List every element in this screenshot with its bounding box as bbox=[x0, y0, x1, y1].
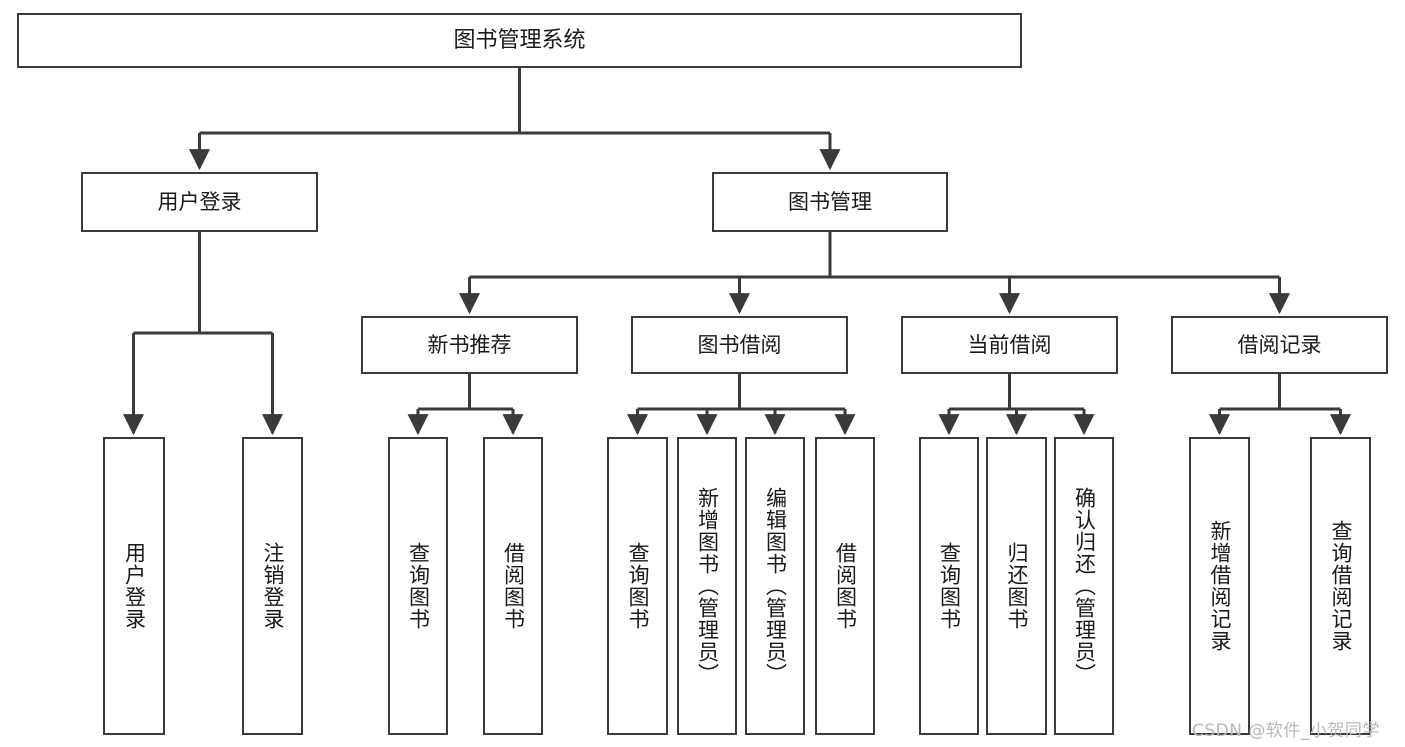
node-root-label: 图书管理系统 bbox=[453, 27, 586, 53]
leaf-query-book-3-label: 查询图书 bbox=[937, 542, 962, 630]
node-new-book-rec[interactable]: 新书推荐 bbox=[361, 316, 578, 374]
leaf-return-book-label: 归还图书 bbox=[1005, 542, 1029, 630]
node-book-manage-label: 图书管理 bbox=[788, 189, 872, 214]
leaf-edit-book-label: 编辑图书（管理员） bbox=[763, 487, 788, 685]
leaf-confirm-return[interactable]: 确认归还（管理员） bbox=[1054, 437, 1114, 735]
leaf-query-book-1[interactable]: 查询图书 bbox=[388, 437, 448, 735]
leaf-query-book-2-label: 查询图书 bbox=[626, 542, 650, 630]
leaf-edit-book[interactable]: 编辑图书（管理员） bbox=[745, 437, 805, 735]
node-root[interactable]: 图书管理系统 bbox=[17, 13, 1022, 68]
node-book-manage[interactable]: 图书管理 bbox=[712, 172, 948, 232]
leaf-confirm-return-label: 确认归还（管理员） bbox=[1072, 487, 1097, 685]
leaf-add-book[interactable]: 新增图书（管理员） bbox=[677, 437, 737, 735]
leaf-user-login[interactable]: 用户登录 bbox=[103, 437, 165, 735]
leaf-borrow-book-1[interactable]: 借阅图书 bbox=[483, 437, 543, 735]
node-book-borrow-label: 图书借阅 bbox=[697, 332, 782, 357]
leaf-add-record[interactable]: 新增借阅记录 bbox=[1189, 437, 1250, 735]
leaf-logout[interactable]: 注销登录 bbox=[242, 437, 303, 735]
leaf-user-login-label: 用户登录 bbox=[122, 542, 147, 630]
leaf-query-book-1-label: 查询图书 bbox=[406, 542, 431, 630]
node-user-login[interactable]: 用户登录 bbox=[81, 172, 318, 232]
node-new-book-rec-label: 新书推荐 bbox=[427, 332, 512, 357]
node-current-borrow[interactable]: 当前借阅 bbox=[901, 316, 1118, 374]
leaf-query-record-label: 查询借阅记录 bbox=[1329, 520, 1353, 652]
node-borrow-record[interactable]: 借阅记录 bbox=[1171, 316, 1388, 374]
leaf-logout-label: 注销登录 bbox=[261, 542, 285, 630]
leaf-add-record-label: 新增借阅记录 bbox=[1208, 520, 1232, 652]
node-borrow-record-label: 借阅记录 bbox=[1237, 332, 1322, 357]
leaf-add-book-label: 新增图书（管理员） bbox=[695, 487, 720, 685]
node-current-borrow-label: 当前借阅 bbox=[967, 332, 1052, 357]
leaf-query-record[interactable]: 查询借阅记录 bbox=[1310, 437, 1371, 735]
leaf-return-book[interactable]: 归还图书 bbox=[986, 437, 1047, 735]
leaf-query-book-3[interactable]: 查询图书 bbox=[919, 437, 979, 735]
leaf-borrow-book-2-label: 借阅图书 bbox=[833, 542, 858, 630]
node-user-login-label: 用户登录 bbox=[157, 189, 242, 214]
csdn-watermark: CSDN @软件_小贺同学 bbox=[1192, 721, 1380, 741]
leaf-query-book-2[interactable]: 查询图书 bbox=[607, 437, 668, 735]
node-book-borrow[interactable]: 图书借阅 bbox=[631, 316, 848, 374]
leaf-borrow-book-2[interactable]: 借阅图书 bbox=[815, 437, 875, 735]
leaf-borrow-book-1-label: 借阅图书 bbox=[501, 542, 526, 630]
